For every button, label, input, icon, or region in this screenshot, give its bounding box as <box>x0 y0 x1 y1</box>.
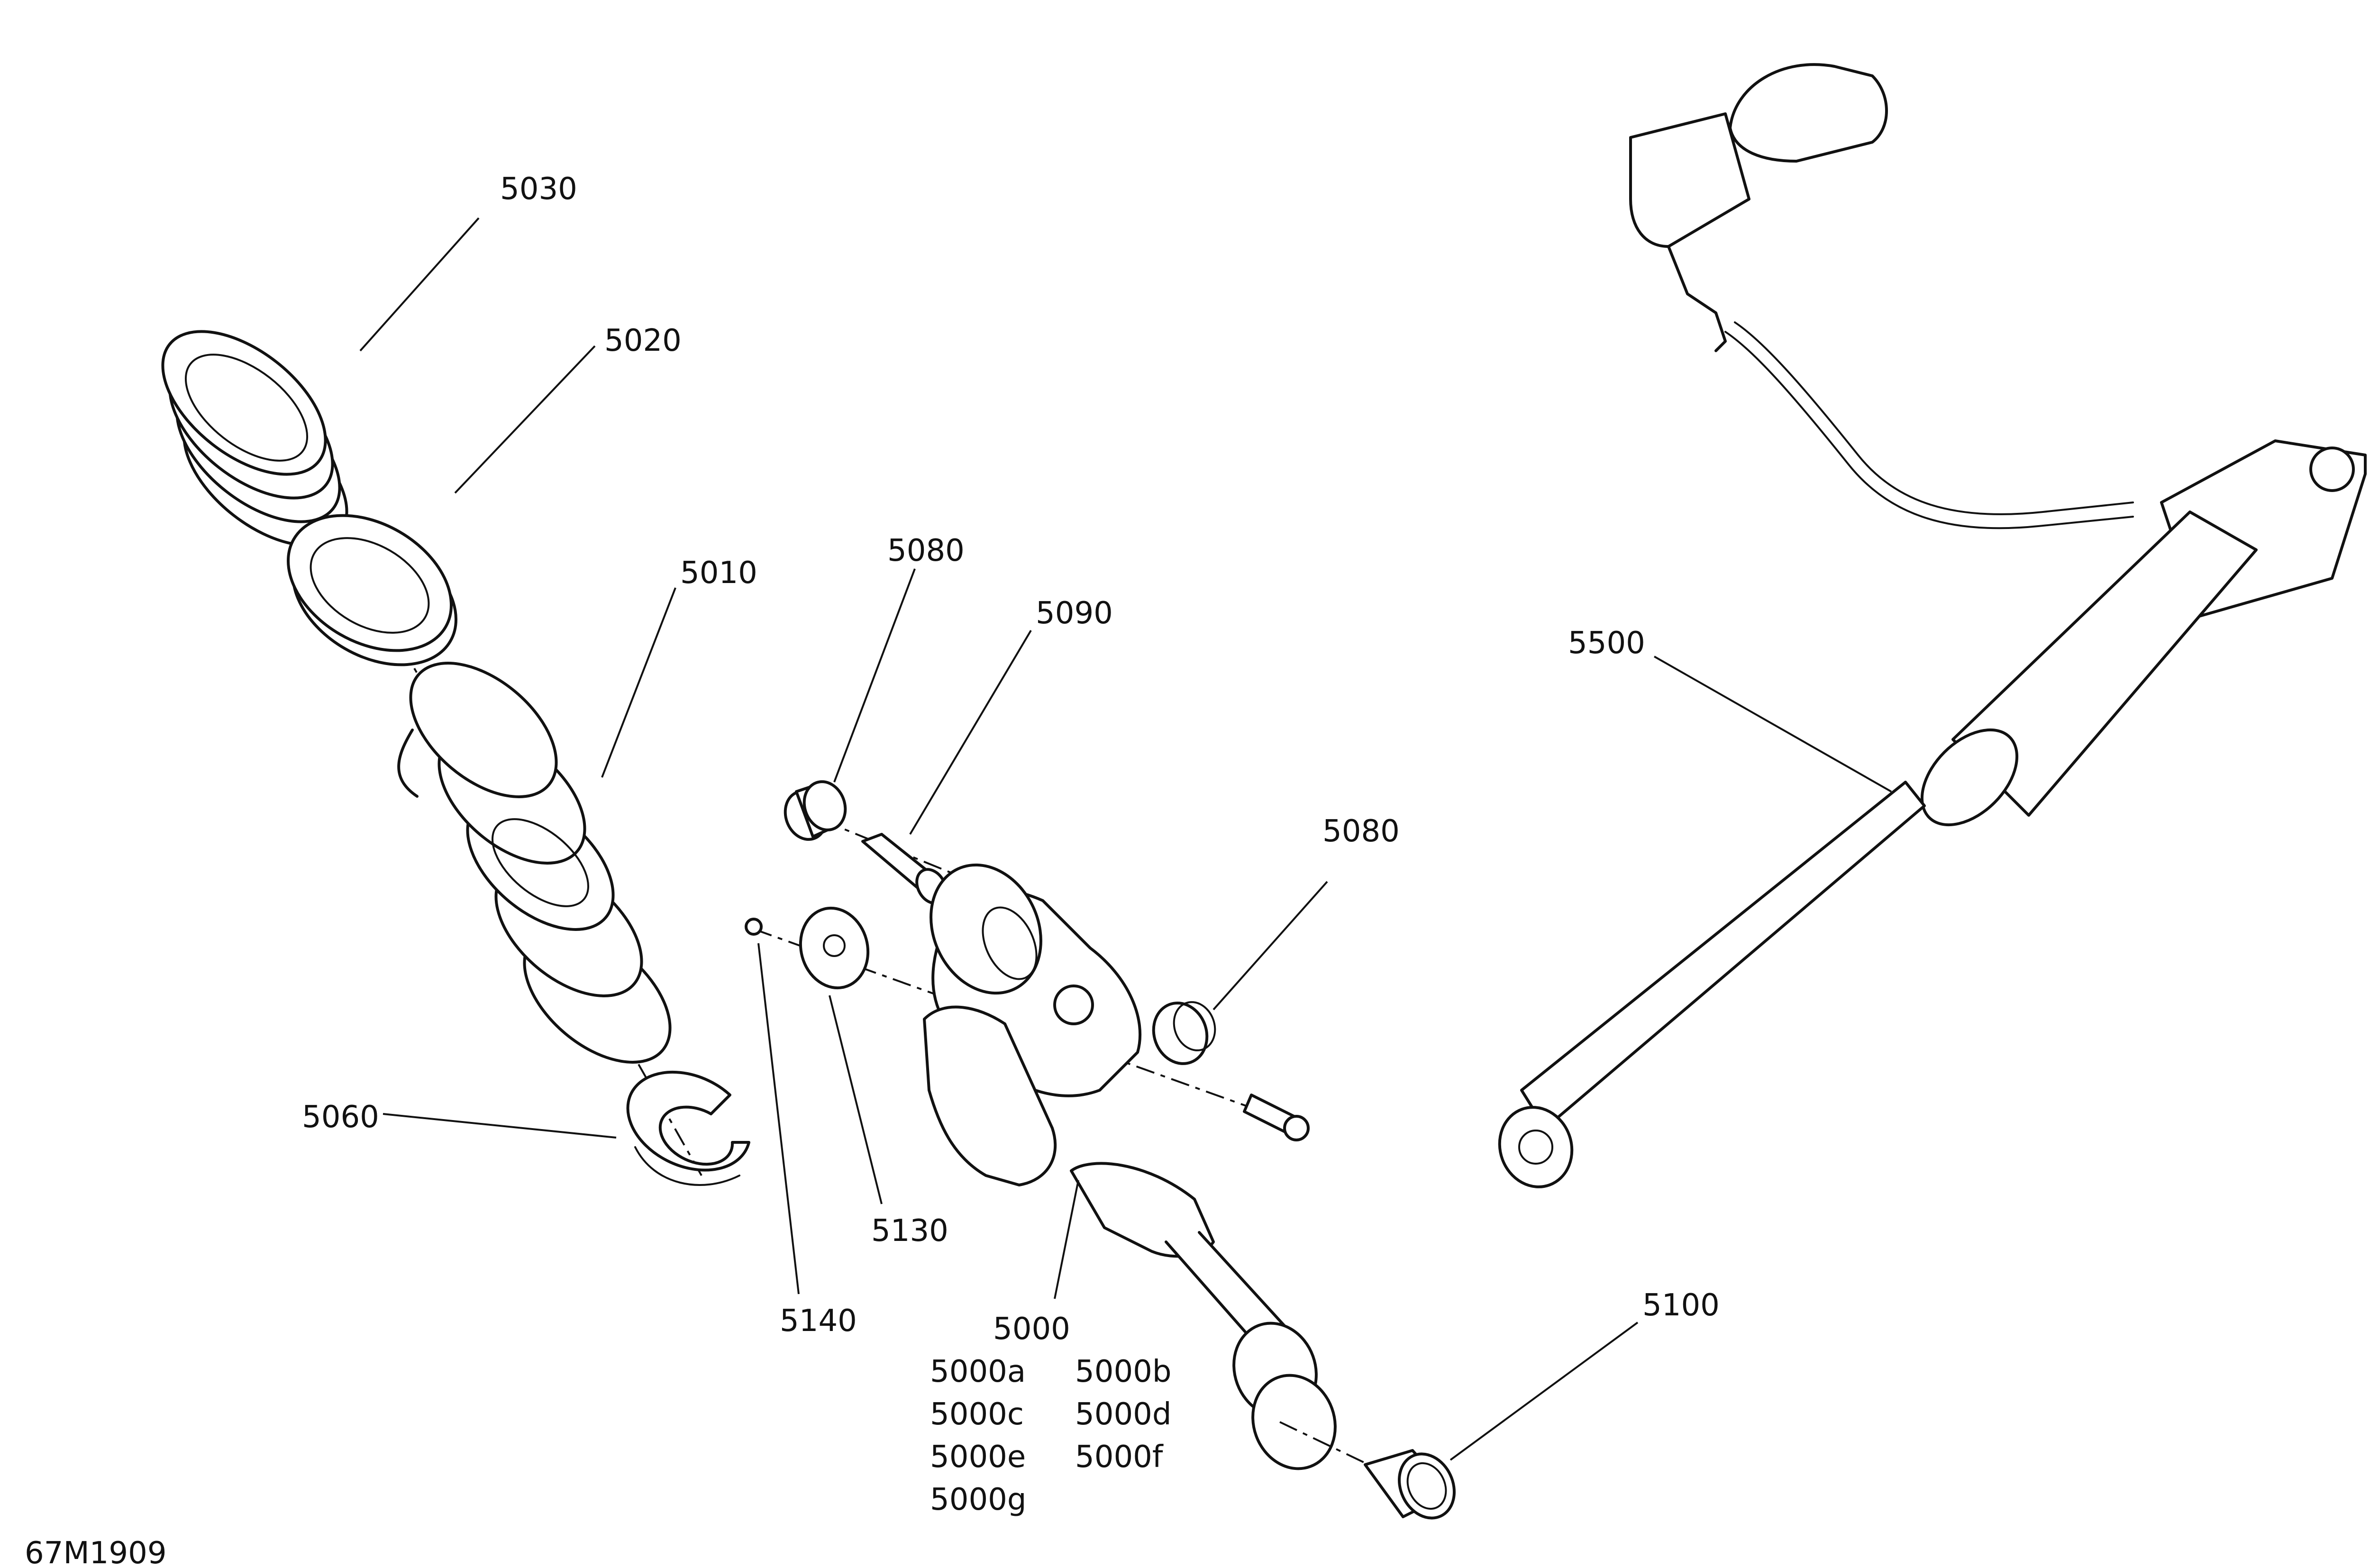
part-5130-knob <box>799 906 870 990</box>
leader-5080b <box>1212 881 1328 1011</box>
callout-5080: 5080 <box>887 533 965 568</box>
part-5080-bushing-right <box>1152 1001 1216 1065</box>
leader-5090 <box>909 629 1032 835</box>
part-5140-screw <box>745 918 763 936</box>
leader-5000 <box>1054 1180 1079 1299</box>
variant-label: 5000c <box>930 1397 1024 1432</box>
callout-5100: 5100 <box>1642 1288 1720 1323</box>
callout-5090: 5090 <box>1036 596 1113 631</box>
variant-label: 5000e <box>930 1440 1026 1475</box>
callout-5030: 5030 <box>500 172 577 207</box>
callout-5140: 5140 <box>780 1304 857 1339</box>
callout-5010: 5010 <box>680 556 757 591</box>
shock-lower-eye <box>1232 1322 1399 1480</box>
leader-5030 <box>359 217 480 352</box>
part-5100-bushing-lower <box>1364 1449 1456 1520</box>
leader-5080a <box>833 568 916 783</box>
leader-5130 <box>829 995 883 1204</box>
variant-label: 5000f <box>1075 1440 1164 1475</box>
variant-label: 5000d <box>1075 1397 1172 1432</box>
callout-5060: 5060 <box>302 1100 379 1135</box>
leader-5500 <box>1654 656 1892 793</box>
callout-5000: 5000 <box>993 1312 1070 1347</box>
variant-label: 5000a <box>930 1354 1026 1389</box>
callout-5130: 5130 <box>871 1213 948 1249</box>
leader-5060 <box>383 1113 617 1139</box>
leader-5100 <box>1449 1322 1639 1461</box>
part-5500-shock-assembly <box>1498 63 2367 1188</box>
part-5060-clip <box>626 1070 750 1186</box>
variant-label: 5000b <box>1075 1354 1172 1389</box>
bolt <box>1243 1094 1310 1141</box>
shock-axis <box>753 928 1309 1129</box>
part-5000-shock-body <box>923 863 1300 1362</box>
leader-5140 <box>757 943 800 1295</box>
part-5080-bushing-upper <box>784 780 847 841</box>
drawing-id: 67M1909 <box>25 1536 167 1568</box>
variant-label: 5000g <box>930 1482 1027 1517</box>
callout-5080: 5080 <box>1322 814 1400 849</box>
leader-5020 <box>454 345 596 494</box>
leader-5010 <box>601 587 676 778</box>
part-5010-coil-spring <box>397 662 672 1064</box>
part-5030-retainer <box>161 330 348 547</box>
part-5020-collar <box>287 514 457 666</box>
callout-5500: 5500 <box>1568 626 1645 661</box>
callout-5020: 5020 <box>604 323 682 358</box>
